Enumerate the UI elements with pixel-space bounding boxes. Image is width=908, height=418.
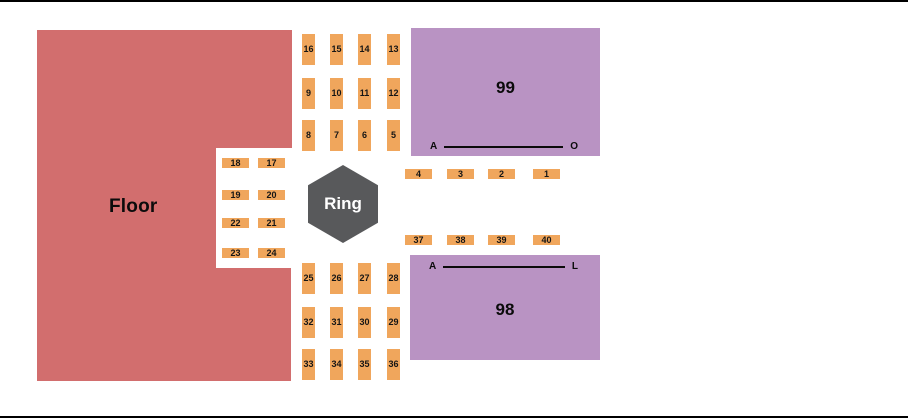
table-12[interactable]: 12 [387,78,400,109]
table-39[interactable]: 39 [488,235,515,245]
table-2[interactable]: 2 [488,169,515,179]
table-5[interactable]: 5 [387,120,400,151]
row-range-line [443,265,565,268]
table-21[interactable]: 21 [258,218,285,228]
section-99-row-range: A O [430,141,578,152]
section-98-row-range: A L [429,261,578,272]
table-15[interactable]: 15 [330,34,343,65]
table-30[interactable]: 30 [358,307,371,338]
table-34[interactable]: 34 [330,349,343,380]
table-22[interactable]: 22 [222,218,249,228]
row-start-label: A [430,141,438,152]
floor-label: Floor [109,196,158,217]
table-26[interactable]: 26 [330,263,343,294]
table-24[interactable]: 24 [258,248,285,258]
table-18[interactable]: 18 [222,158,249,168]
table-1[interactable]: 1 [533,169,560,179]
table-13[interactable]: 13 [387,34,400,65]
table-7[interactable]: 7 [330,120,343,151]
table-8[interactable]: 8 [302,120,315,151]
row-end-label: L [571,261,578,272]
table-4[interactable]: 4 [405,169,432,179]
table-31[interactable]: 31 [330,307,343,338]
top-border-line [0,0,908,2]
table-14[interactable]: 14 [358,34,371,65]
section-99-label: 99 [496,78,515,97]
table-16[interactable]: 16 [302,34,315,65]
table-33[interactable]: 33 [302,349,315,380]
table-28[interactable]: 28 [387,263,400,294]
section-99[interactable]: 99 A O [411,28,600,156]
table-35[interactable]: 35 [358,349,371,380]
table-25[interactable]: 25 [302,263,315,294]
ring-label: Ring [324,194,362,213]
section-98-label: 98 [495,300,515,319]
table-36[interactable]: 36 [387,349,400,380]
table-32[interactable]: 32 [302,307,315,338]
table-27[interactable]: 27 [358,263,371,294]
table-29[interactable]: 29 [387,307,400,338]
row-start-label: A [429,261,437,272]
table-10[interactable]: 10 [330,78,343,109]
table-40[interactable]: 40 [533,235,560,245]
row-end-label: O [570,141,578,152]
table-20[interactable]: 20 [258,190,285,200]
table-9[interactable]: 9 [302,78,315,109]
section-98[interactable]: A L 98 [410,255,600,360]
table-23[interactable]: 23 [222,248,249,258]
table-37[interactable]: 37 [405,235,432,245]
table-38[interactable]: 38 [447,235,474,245]
row-range-line [444,145,564,148]
bottom-border-line [0,416,908,418]
table-6[interactable]: 6 [358,120,371,151]
table-3[interactable]: 3 [447,169,474,179]
ring-hexagon: Ring [308,165,378,243]
section-floor[interactable]: Floor [37,30,292,381]
table-19[interactable]: 19 [222,190,249,200]
table-17[interactable]: 17 [258,158,285,168]
table-11[interactable]: 11 [358,78,371,109]
